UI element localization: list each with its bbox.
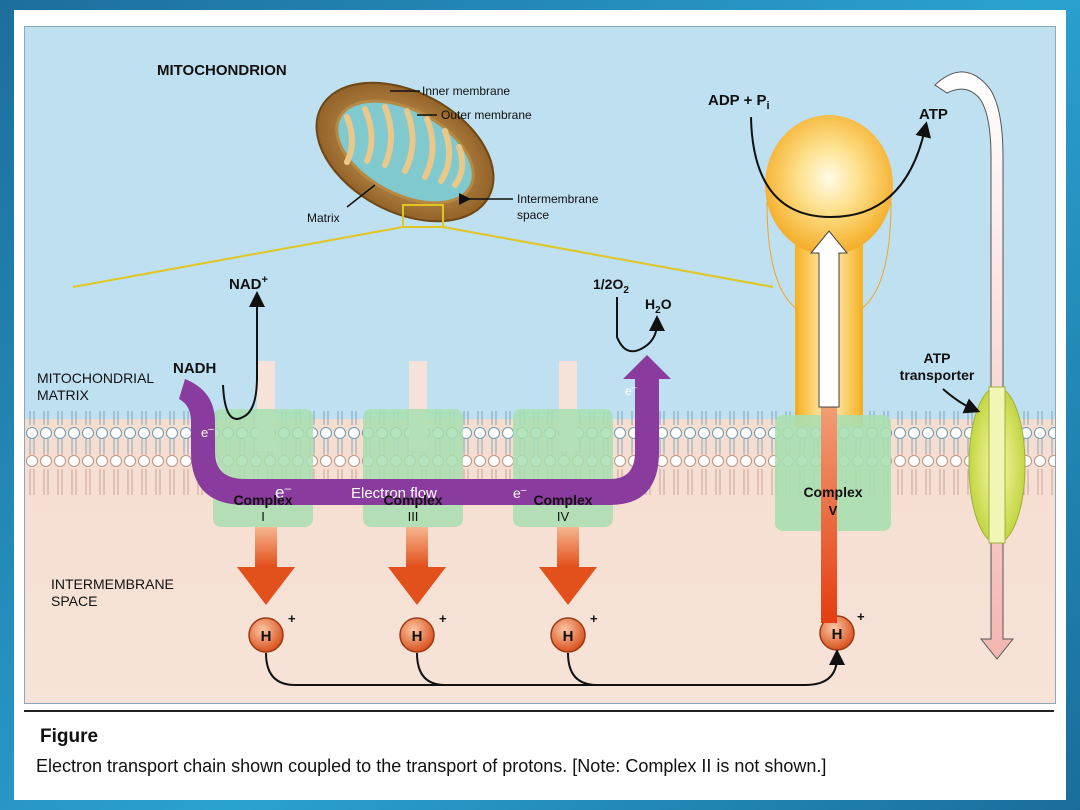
zoom-box bbox=[402, 204, 444, 228]
zoom-line-right bbox=[442, 226, 774, 288]
water-label: H2O bbox=[645, 296, 672, 316]
caption-number-redaction bbox=[112, 724, 154, 744]
nad-arrow bbox=[222, 291, 265, 420]
electron-label-4: e– bbox=[625, 382, 637, 398]
electron-label-3: e– bbox=[513, 485, 527, 501]
caption-figure-label: Figure bbox=[40, 726, 99, 747]
label-intermembrane-1: Intermembrane bbox=[517, 192, 599, 206]
water-arrow bbox=[616, 297, 665, 353]
zoom-line-left bbox=[72, 226, 404, 288]
diagram-canvas: MITOCHONDRION Inner membrane Outer membr… bbox=[25, 62, 1055, 686]
svg-text:+: + bbox=[857, 609, 865, 624]
electron-label-1: e– bbox=[201, 424, 214, 440]
label-outer-membrane: Outer membrane bbox=[441, 108, 532, 122]
mitochondrion-cristae bbox=[344, 104, 466, 188]
svg-text:H: H bbox=[563, 628, 574, 645]
atp-synthase-head bbox=[765, 115, 893, 255]
nad-plus-label: NAD+ bbox=[229, 274, 268, 293]
atp-transporter-pointer bbox=[942, 388, 981, 414]
atp-transporter-label-2: transporter bbox=[900, 367, 975, 383]
proton-arrow-complex-iv bbox=[539, 527, 597, 605]
adp-label: ADP + Pi bbox=[708, 92, 770, 112]
caption-divider bbox=[24, 710, 1054, 712]
atp-synthase: Complex V bbox=[750, 115, 932, 623]
diagram-title: MITOCHONDRION bbox=[157, 62, 287, 79]
caption-text: Electron transport chain shown coupled t… bbox=[36, 756, 827, 776]
proton-3: H + bbox=[550, 611, 598, 653]
proton-arrow-complex-i bbox=[237, 527, 295, 605]
electron-flow-label: Electron flow bbox=[351, 485, 437, 502]
region-intermembrane-line1: INTERMEMBRANE bbox=[51, 576, 174, 592]
half-o2-label: 1/2O2 bbox=[593, 276, 629, 296]
complex-v-numeral: V bbox=[829, 503, 838, 518]
adp-to-atp-arc bbox=[750, 116, 932, 219]
mitochondrion-inset: Inner membrane Outer membrane Matrix Int… bbox=[72, 81, 774, 288]
svg-text:H: H bbox=[412, 628, 423, 645]
complex-iii-numeral: III bbox=[408, 509, 419, 524]
nadh-label: NADH bbox=[173, 360, 216, 377]
proton-arrow-complex-iii bbox=[388, 527, 446, 605]
complex-v-word: Complex bbox=[803, 484, 862, 500]
atp-label: ATP bbox=[919, 106, 948, 123]
label-intermembrane-2: space bbox=[517, 208, 549, 222]
slide: MITOCHONDRION Inner membrane Outer membr… bbox=[14, 10, 1066, 800]
proton-2: H + bbox=[399, 611, 447, 653]
electron-flow-band bbox=[179, 355, 671, 505]
complex-iii-word: Complex bbox=[383, 492, 442, 508]
label-inner-membrane: Inner membrane bbox=[422, 84, 510, 98]
region-matrix-line1: MITOCHONDRIAL bbox=[37, 370, 154, 386]
proton-1: H + bbox=[248, 611, 296, 653]
complex-v-arrow bbox=[809, 230, 849, 408]
atp-transporter-label-1: ATP bbox=[924, 350, 951, 366]
electron-transport-diagram: MITOCHONDRION Inner membrane Outer membr… bbox=[24, 26, 1056, 704]
complex-i-numeral: I bbox=[261, 509, 265, 524]
electron-label-2: e– bbox=[275, 481, 291, 502]
svg-text:+: + bbox=[590, 611, 598, 626]
complex-iv-word: Complex bbox=[533, 492, 592, 508]
proton-return-path bbox=[265, 649, 845, 686]
proton-4: H + bbox=[819, 609, 865, 651]
region-matrix-line2: MATRIX bbox=[37, 387, 90, 403]
svg-text:H: H bbox=[832, 626, 843, 643]
region-intermembrane-line2: SPACE bbox=[51, 593, 97, 609]
svg-text:H: H bbox=[261, 628, 272, 645]
svg-text:+: + bbox=[439, 611, 447, 626]
svg-text:+: + bbox=[288, 611, 296, 626]
complex-iv-numeral: IV bbox=[557, 509, 570, 524]
label-matrix: Matrix bbox=[307, 211, 340, 225]
complex-i-word: Complex bbox=[233, 492, 292, 508]
